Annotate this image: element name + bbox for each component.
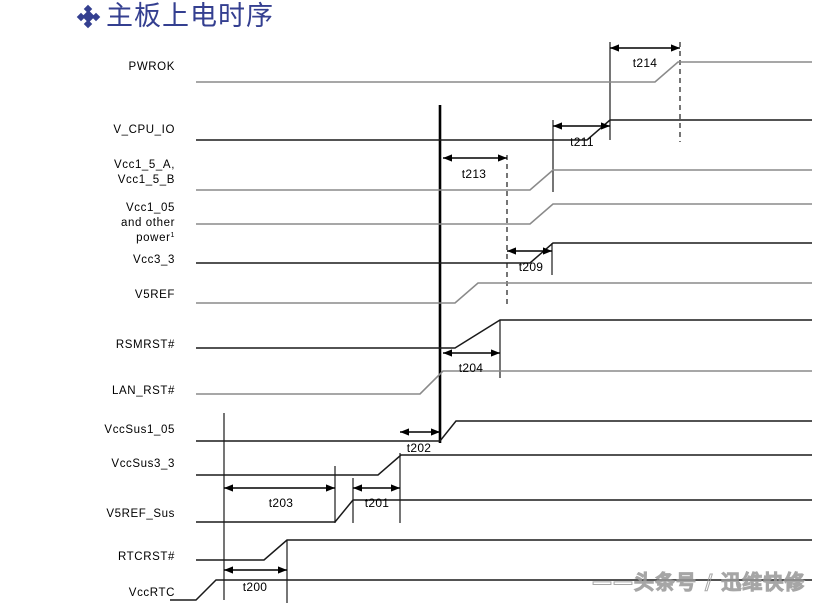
marker-arrowhead-left-t200: [224, 566, 233, 574]
marker-label-t200: t200: [243, 580, 268, 594]
marker-arrowhead-left-t203: [224, 484, 233, 492]
signal-label-v5ref: V5REF: [135, 289, 175, 301]
page-title-text: 主板上电时序: [106, 1, 274, 32]
marker-arrowhead-left-t214: [610, 44, 619, 52]
timing-marker-t214: t214: [610, 44, 680, 70]
timing-marker-t203: t203: [224, 484, 335, 510]
signal-label-v_cpu_io: V_CPU_IO: [113, 124, 175, 136]
marker-label-t213: t213: [462, 167, 487, 181]
signal-label-vcc1_05-line2: and other: [121, 217, 175, 229]
marker-arrowhead-left-t213: [443, 154, 452, 162]
marker-label-t211: t211: [570, 135, 594, 149]
waveform-rsmrst: [196, 319, 812, 349]
marker-arrowhead-right-t201: [391, 484, 400, 492]
waveform-vccrtc: [170, 579, 812, 601]
signal-label-vcc1_5: Vcc1_5_A,: [114, 159, 175, 171]
marker-arrowhead-left-t201: [353, 484, 362, 492]
marker-label-t204: t204: [459, 361, 484, 375]
signal-label-lan_rst: LAN_RST#: [112, 385, 175, 397]
watermark-text: ——头条号 / 迅维快修: [591, 570, 806, 595]
marker-arrowhead-right-t204: [491, 349, 500, 357]
signal-label-vcc1_05: Vcc1_05: [126, 202, 175, 214]
marker-arrowhead-left-t211: [553, 122, 562, 130]
marker-label-t209: t209: [519, 260, 544, 274]
waveform-v5ref: [196, 282, 812, 304]
timing-marker-t204: t204: [443, 349, 500, 375]
marker-arrowhead-right-t203: [326, 484, 335, 492]
signal-label-rtcrst: RTCRST#: [118, 551, 175, 563]
signal-label-v5ref_sus: V5REF_Sus: [106, 508, 175, 520]
marker-arrowhead-left-t209: [507, 247, 516, 255]
waveform-vcc1_05: [196, 203, 812, 225]
marker-label-t201: t201: [365, 496, 390, 510]
waveform-lan_rst: [196, 370, 812, 395]
timing-marker-t202: t202: [400, 428, 440, 455]
marker-label-t203: t203: [269, 496, 294, 510]
signal-label-pwrok: PWROK: [129, 61, 175, 73]
timing-marker-t200: t200: [224, 566, 287, 594]
page-title: 主板上电时序: [76, 1, 274, 32]
signal-label-vccsus1_05: VccSus1_05: [104, 424, 175, 436]
waveform-pwrok: [196, 61, 812, 83]
marker-arrowhead-left-t204: [443, 349, 452, 357]
marker-arrowhead-right-t211: [601, 122, 610, 130]
waveform-v_cpu_io: [196, 119, 812, 141]
timing-marker-t201: t201: [353, 484, 400, 510]
marker-arrowhead-right-t202: [431, 428, 440, 436]
waveform-vcc1_5: [196, 169, 812, 191]
marker-arrowhead-right-t214: [671, 44, 680, 52]
signal-label-vcc1_05-line3: power1: [136, 232, 175, 244]
timing-marker-t209: t209: [507, 247, 552, 274]
marker-label-t214: t214: [633, 56, 658, 70]
timing-marker-t211: t211: [553, 122, 610, 149]
waveform-vccsus3_3: [196, 454, 812, 476]
signal-label-rsmrst: RSMRST#: [116, 339, 175, 351]
marker-arrowhead-left-t202: [400, 428, 409, 436]
marker-label-t202: t202: [407, 441, 432, 455]
waveform-vcc3_3: [196, 242, 812, 264]
timing-marker-t213: t213: [443, 154, 507, 181]
waveform-vccsus1_05: [196, 420, 812, 442]
signal-label-vccrtc: VccRTC: [129, 587, 175, 599]
signal-label-vcc3_3: Vcc3_3: [133, 254, 175, 266]
waveform-v5ref_sus: [196, 499, 812, 523]
signal-label-vccsus3_3: VccSus3_3: [111, 458, 175, 470]
marker-arrowhead-right-t200: [278, 566, 287, 574]
marker-arrowhead-right-t213: [498, 154, 507, 162]
waveform-rtcrst: [196, 539, 812, 561]
marker-arrowhead-right-t209: [543, 247, 552, 255]
signal-label-vcc1_5-line2: Vcc1_5_B: [118, 174, 175, 186]
